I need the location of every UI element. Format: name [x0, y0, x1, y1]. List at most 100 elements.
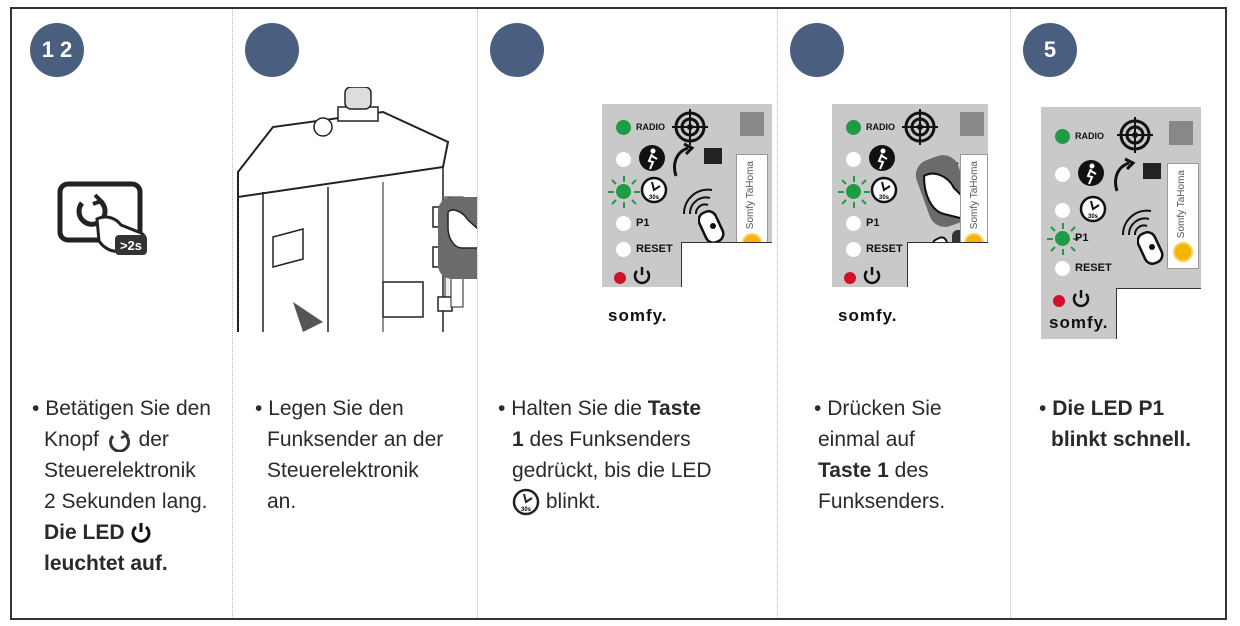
text-line: Knopf der — [32, 424, 232, 455]
somfy-control-panel: RADIO — [602, 104, 772, 287]
power-led — [844, 272, 856, 284]
text-line-3: Steuerelektronik — [44, 459, 196, 482]
bold-text-2: blinkt schnell. — [1051, 428, 1192, 451]
text-line-4: blinkt. — [545, 490, 601, 513]
step-divider — [232, 9, 233, 618]
duration-label: >2s — [120, 238, 142, 253]
step-5-text: • Die LED P1 blinkt schnell. — [1039, 393, 1219, 455]
thumbnail-icon — [740, 112, 764, 136]
text-line: • Die LED P1 — [1039, 397, 1165, 420]
text-line-1: Legen Sie den — [268, 397, 404, 420]
step-5: 5 RADIO — [1011, 9, 1225, 618]
timer-icon: 30s — [870, 176, 898, 204]
text-line-2: des Funksenders — [529, 428, 691, 451]
thumbnail-icon — [960, 112, 984, 136]
somfy-logo: somfy. — [838, 306, 898, 325]
text-line-4: Funksenders. — [818, 490, 946, 513]
arrow-icon — [673, 142, 695, 177]
p1-led — [616, 216, 631, 231]
step-divider — [777, 9, 778, 618]
bold-text-1: Taste 1 — [818, 459, 889, 482]
p1-led-blinking — [1055, 231, 1070, 246]
timer-icon: 30s — [512, 489, 540, 516]
step-number-badge: 1 2 — [30, 23, 84, 77]
p1-label: P1 — [1075, 232, 1089, 244]
card-text: Somfy TaHoma — [1176, 170, 1187, 239]
radio-label: RADIO — [636, 122, 665, 132]
pedestrian-icon — [1078, 160, 1104, 186]
blink-rays-icon — [838, 176, 870, 208]
gate-icon — [704, 148, 722, 164]
text-line: 2 Sekunden lang. — [32, 486, 232, 517]
text-line: • Betätigen Sie den — [32, 397, 211, 420]
timer-icon: 30s — [640, 176, 668, 204]
panel-cutout — [681, 242, 772, 287]
blink-rays-icon — [608, 176, 640, 208]
timer-led-blinking — [846, 184, 861, 199]
panel-cutout — [1116, 288, 1201, 339]
signal-waves-icon — [682, 188, 713, 215]
somfy-logo: somfy. — [608, 306, 668, 325]
radio-led — [616, 120, 631, 135]
text-line: leuchtet auf. — [32, 548, 232, 579]
text-line: • Halten Sie die Taste — [498, 397, 702, 420]
p1-led — [846, 216, 861, 231]
button-symbol-icon — [108, 430, 130, 453]
step-number-badge — [490, 23, 544, 77]
badge-label: 5 — [1043, 37, 1057, 62]
blink-rays-icon — [1047, 223, 1079, 255]
text-line-1: Halten Sie die — [511, 397, 642, 420]
bold-text-2: leuchtet auf. — [44, 552, 168, 575]
tahoma-card: Somfy TaHoma — [1167, 163, 1199, 269]
somfy-control-panel: RADIO 3 — [1041, 107, 1201, 339]
text-line: Die LED — [32, 517, 232, 548]
text-line: 30s blinkt. — [498, 486, 773, 517]
step-divider — [477, 9, 478, 618]
pedestrian-led — [616, 152, 631, 167]
timer-icon: 30s — [1079, 195, 1107, 223]
step-4: RADIO — [778, 9, 1010, 618]
controller-device-illustration — [237, 87, 477, 332]
p1-label: P1 — [866, 217, 880, 229]
target-icon — [902, 109, 938, 145]
radio-led — [1055, 129, 1070, 144]
reset-label: RESET — [1075, 262, 1112, 274]
p1-label: P1 — [636, 217, 650, 229]
step-number-badge: 5 — [1023, 23, 1077, 77]
card-ring — [1173, 242, 1193, 262]
bold-text-1: Die LED P1 — [1052, 397, 1165, 420]
reset-led — [616, 242, 631, 257]
text-line: 1 des Funksenders — [498, 424, 773, 455]
timer-led-blinking — [616, 184, 631, 199]
radio-led — [846, 120, 861, 135]
bold-text-1: Die LED — [44, 521, 125, 544]
step-divider — [1010, 9, 1011, 618]
text-line: gedrückt, bis die LED — [498, 455, 773, 486]
pedestrian-icon — [869, 145, 895, 171]
power-led — [614, 272, 626, 284]
instruction-frame: 1 2 >2s • Betätigen Sie den Knopf der St… — [10, 7, 1227, 620]
text-line-2a: Knopf — [44, 428, 99, 451]
arrow-icon — [1114, 157, 1136, 192]
remote-control-icon — [1137, 231, 1164, 265]
text-line: Taste 1 des — [814, 455, 1006, 486]
pedestrian-led — [1055, 167, 1070, 182]
timer-label: 30s — [521, 507, 532, 513]
text-line: Funksender an der — [255, 424, 475, 455]
power-icon — [131, 523, 151, 544]
panel-cutout — [907, 242, 988, 287]
radio-label: RADIO — [1075, 131, 1104, 141]
somfy-logo: somfy. — [1049, 313, 1109, 332]
text-line: Steuerelektronik — [32, 455, 232, 486]
step-3-text: • Halten Sie die Taste 1 des Funksenders… — [498, 393, 773, 517]
power-icon — [863, 267, 881, 285]
timer-label: 30s — [879, 195, 890, 201]
step-4-text: • Drücken Sie einmal auf Taste 1 des Fun… — [814, 393, 1006, 517]
bold-text-1: Taste — [647, 397, 702, 420]
step-number-badge — [245, 23, 299, 77]
pedestrian-led — [846, 152, 861, 167]
step-number-badge — [790, 23, 844, 77]
reset-label: RESET — [866, 243, 903, 255]
text-line-1: Betätigen Sie den — [45, 397, 211, 420]
somfy-control-panel: RADIO — [832, 104, 988, 287]
